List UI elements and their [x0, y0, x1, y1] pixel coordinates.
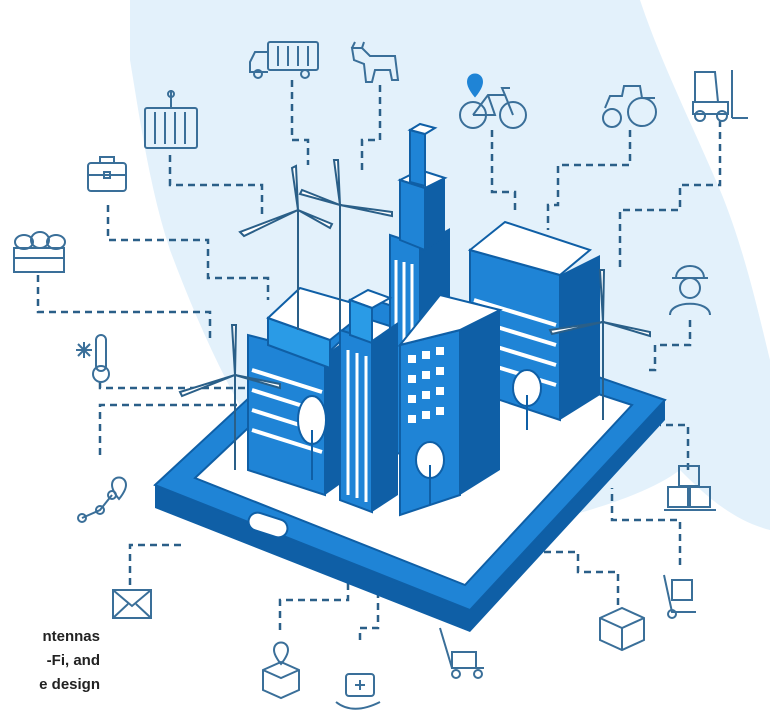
building-front-mid — [339, 288, 398, 514]
medical-kit-hand-icon — [335, 673, 381, 710]
tractor-icon — [602, 85, 657, 128]
parcel-box-icon — [599, 606, 645, 652]
connector-handtruck — [610, 488, 682, 565]
hand-truck-icon — [663, 574, 696, 619]
box-pallet-icon — [664, 465, 716, 511]
connector-crate — [36, 275, 212, 340]
connector-envelope — [128, 543, 182, 585]
shipping-container-icon — [144, 90, 198, 149]
worker-helmet-icon — [669, 265, 711, 316]
phone-shadow-side — [155, 400, 665, 632]
forklift-icon — [692, 70, 748, 122]
connector-worker — [645, 320, 692, 372]
pallet-jack-icon — [439, 627, 484, 679]
connector-cow — [360, 85, 382, 170]
location-pin-icon — [466, 73, 484, 98]
building-grid — [397, 293, 503, 517]
city-buildings — [178, 122, 651, 517]
wind-turbines — [178, 159, 651, 470]
caption-line-1: ntennas — [42, 628, 100, 645]
surrounding-icons — [13, 41, 748, 710]
connector-locbox — [278, 570, 350, 630]
connector-thermo — [98, 382, 245, 390]
connector-truck — [290, 80, 310, 165]
location-box-icon — [262, 641, 300, 700]
connector-thermo-2 — [98, 403, 245, 455]
bicycle-icon — [459, 87, 527, 129]
connector-container — [168, 155, 264, 215]
phone-home-button — [247, 511, 289, 539]
cow-icon — [350, 41, 400, 83]
envelope-icon — [112, 589, 152, 619]
caption-line-3: e design — [39, 676, 100, 693]
thermometer-snowflake-icon — [76, 334, 110, 383]
connector-boxes — [660, 423, 690, 470]
briefcase-icon — [87, 156, 127, 192]
route-map-icon — [77, 476, 128, 523]
connector-briefcase — [106, 205, 270, 300]
trees — [297, 369, 542, 505]
connector-bike — [490, 130, 517, 215]
connector-forklift — [618, 120, 722, 272]
building-left — [247, 286, 373, 497]
connector-tractor — [546, 130, 632, 230]
connector-medkit — [358, 565, 380, 640]
caption-line-2: -Fi, and — [46, 652, 100, 669]
vegetable-crate-icon — [13, 231, 66, 273]
delivery-truck-icon — [249, 41, 319, 79]
